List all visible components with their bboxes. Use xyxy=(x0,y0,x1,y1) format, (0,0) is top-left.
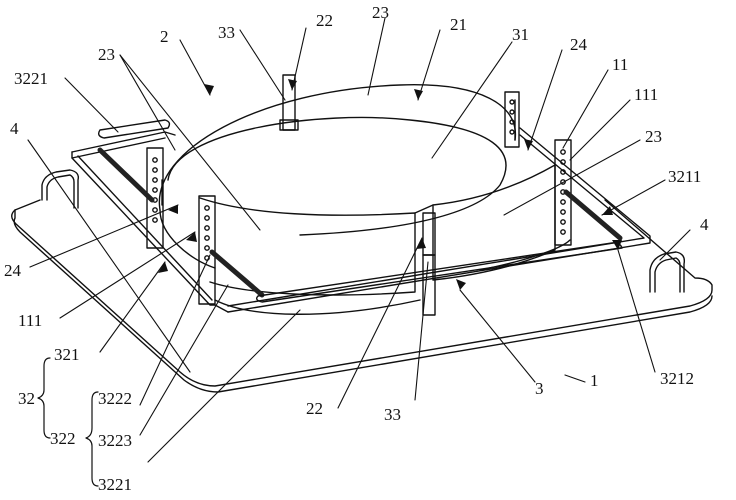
label-23-left: 23 xyxy=(98,45,115,64)
label-3212: 3212 xyxy=(660,369,694,388)
label-11: 11 xyxy=(612,55,628,74)
label-4-left: 4 xyxy=(10,119,19,138)
label-22-bottom: 22 xyxy=(306,399,323,418)
label-24-right: 24 xyxy=(570,35,588,54)
handle-right xyxy=(649,251,686,293)
reference-labels: 2 33 22 23 21 31 24 11 111 23 3211 4 321… xyxy=(4,3,709,494)
label-33-bottom: 33 xyxy=(384,405,401,424)
base-plate xyxy=(11,199,713,393)
label-23-top: 23 xyxy=(372,3,389,22)
label-111-left: 111 xyxy=(18,311,42,330)
threaded-rods xyxy=(97,147,623,298)
leader-lines xyxy=(27,17,691,463)
arrowheads xyxy=(158,79,622,290)
label-321: 321 xyxy=(54,345,80,364)
label-111-right: 111 xyxy=(634,85,658,104)
label-4-right: 4 xyxy=(700,215,709,234)
label-31: 31 xyxy=(512,25,529,44)
post-back-right xyxy=(504,91,520,148)
label-3221-bottom: 3221 xyxy=(98,475,132,494)
outer-frame xyxy=(71,127,651,313)
label-32: 32 xyxy=(18,389,35,408)
label-22-top: 22 xyxy=(316,11,333,30)
ring xyxy=(158,84,571,315)
post-right xyxy=(554,139,572,246)
front-panels xyxy=(199,164,556,296)
label-322: 322 xyxy=(50,429,76,448)
handle-left xyxy=(41,169,80,209)
label-24-left: 24 xyxy=(4,261,22,280)
bottom-clamp xyxy=(422,212,436,316)
brace-32 xyxy=(37,357,51,439)
top-clamp-22 xyxy=(279,74,299,131)
label-33-top: 33 xyxy=(218,23,235,42)
label-3222: 3222 xyxy=(98,389,132,408)
label-23-right: 23 xyxy=(645,127,662,146)
brace-322 xyxy=(85,391,99,487)
label-3223: 3223 xyxy=(98,431,132,450)
label-2: 2 xyxy=(160,27,169,46)
label-21: 21 xyxy=(450,15,467,34)
label-3211: 3211 xyxy=(668,167,701,186)
label-3221-top: 3221 xyxy=(14,69,48,88)
label-3: 3 xyxy=(535,379,544,398)
label-1: 1 xyxy=(590,371,599,390)
